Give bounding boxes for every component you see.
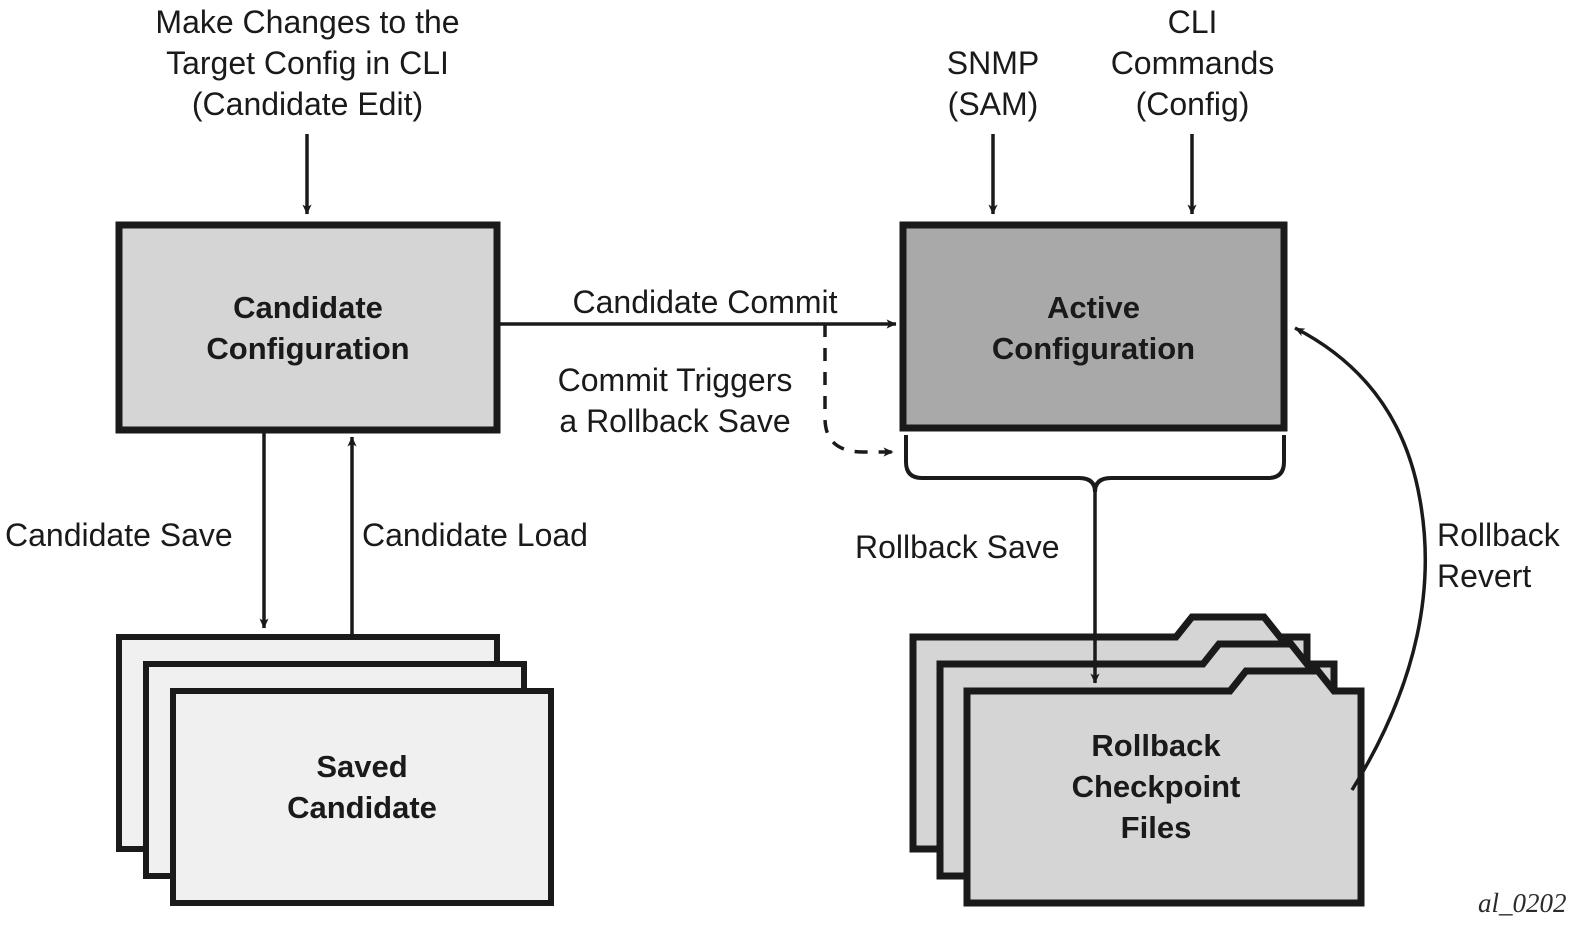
input-label-cli-commands: CLI Commands (Config)	[1110, 4, 1275, 122]
candidate-configuration-box	[115, 221, 501, 434]
input-label-candidate-edit: Make Changes to the Target Config in CLI…	[155, 4, 460, 122]
edge-label-candidate-load: Candidate Load	[362, 517, 588, 553]
input-label-snmp-sam: SNMP (SAM)	[946, 45, 1040, 122]
edge-label-rollback-revert: Rollback Revert	[1437, 517, 1560, 594]
arrow-commit-triggers-rollback-save	[823, 324, 894, 457]
active-configuration-box	[899, 221, 1288, 432]
edge-label-candidate-save: Candidate Save	[5, 517, 233, 553]
saved-candidate-stack	[116, 634, 554, 906]
edge-label-candidate-commit: Candidate Commit	[572, 284, 838, 320]
active-configuration-brace	[904, 435, 1286, 493]
figure-caption: al_0202	[1478, 888, 1567, 918]
edge-label-commit-triggers-rollback-save: Commit Triggers a Rollback Save	[557, 362, 793, 439]
edge-label-rollback-save: Rollback Save	[855, 529, 1060, 565]
arrow-rollback-revert	[1294, 326, 1428, 791]
rollback-checkpoint-folder-stack	[909, 613, 1365, 907]
